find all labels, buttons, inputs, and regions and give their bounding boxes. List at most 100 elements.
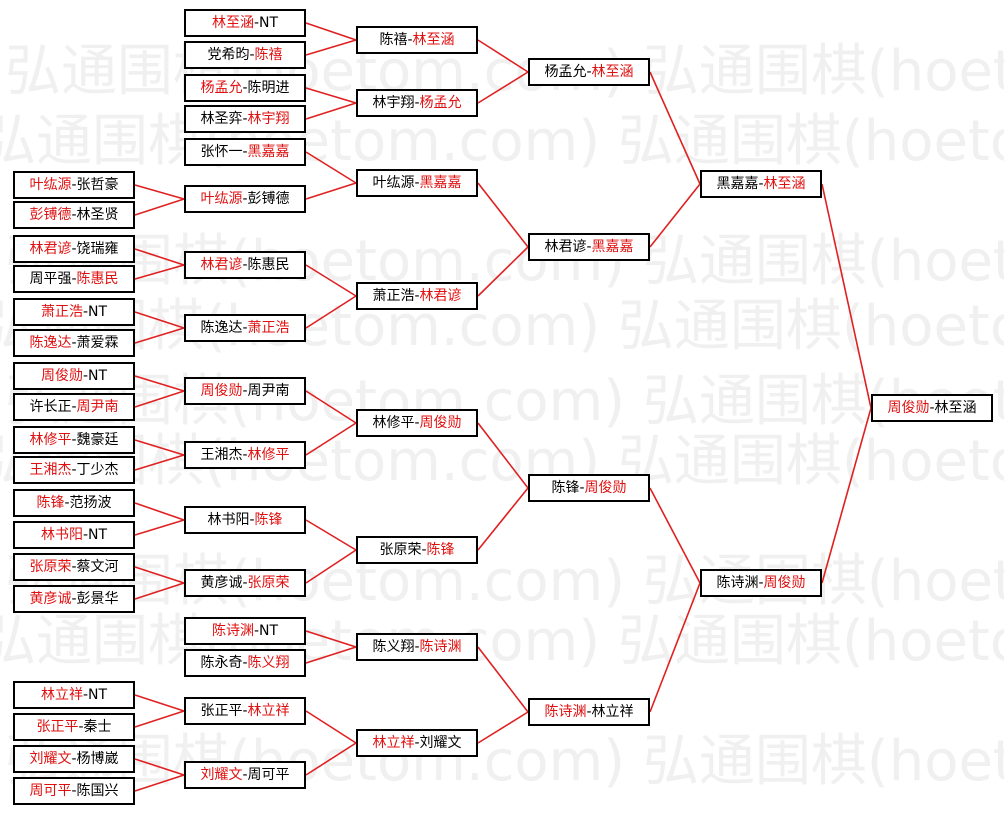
match-box-c1-10: 王湘杰-林修平: [184, 441, 306, 469]
player-left: 林君谚: [29, 241, 72, 257]
player-right: 林圣贤: [76, 207, 119, 223]
match-box-c5-1: 周俊勋-林至涵: [871, 394, 993, 422]
vs-separator: -: [82, 368, 89, 384]
match-box-c1-7: 林君谚-陈惠民: [184, 251, 306, 279]
bracket-link: [134, 439, 185, 456]
player-right: 萧爱霖: [76, 335, 119, 351]
player-left: 林书阳: [40, 527, 83, 543]
vs-separator: -: [586, 704, 592, 720]
match-box-c2-5: 林修平-周俊勋: [356, 409, 478, 437]
player-right: 周俊勋: [763, 575, 806, 591]
bracket-link: [477, 487, 529, 551]
player-right: 蔡文河: [76, 559, 119, 575]
match-box-c0-7: 周俊勋-NT: [13, 362, 135, 390]
match-box-c2-1: 陈禧-林至涵: [356, 26, 478, 54]
vs-separator: -: [71, 241, 77, 257]
bracket-link: [477, 422, 529, 489]
player-left: 周俊勋: [887, 400, 930, 416]
match-box-c2-2: 林宇翔-杨孟允: [356, 89, 478, 117]
player-left: 陈诗渊: [211, 623, 254, 639]
player-right: 陈禧: [254, 47, 283, 63]
player-left: 王湘杰: [29, 462, 72, 478]
player-left: 黑嘉嘉: [716, 176, 759, 192]
player-left: 林立祥: [40, 687, 83, 703]
player-left: 张正平: [200, 703, 243, 719]
player-left: 林立祥: [372, 735, 415, 751]
bracket-link: [305, 422, 357, 456]
player-right: 林立祥: [591, 704, 634, 720]
bracket-link: [134, 566, 185, 584]
vs-separator: -: [242, 383, 248, 399]
match-box-c0-11: 陈锋-范扬波: [13, 489, 135, 517]
vs-separator: -: [71, 751, 77, 767]
player-right: NT: [88, 687, 108, 703]
player-left: 王湘杰: [200, 447, 243, 463]
bracket-link: [305, 710, 357, 744]
vs-separator: -: [249, 512, 255, 528]
vs-separator: -: [579, 480, 585, 496]
match-box-c0-10: 王湘杰-丁少杰: [13, 456, 135, 484]
vs-separator: -: [242, 767, 248, 783]
vs-separator: -: [71, 177, 77, 193]
player-right: NT: [88, 527, 108, 543]
player-right: 黑嘉嘉: [591, 239, 634, 255]
match-box-c2-6: 张原荣-陈锋: [356, 536, 478, 564]
player-right: 彭镈德: [247, 191, 290, 207]
player-right: 林立祥: [247, 703, 290, 719]
match-box-c1-14: 陈永奇-陈义翔: [184, 649, 306, 677]
bracket-link: [134, 390, 185, 408]
player-right: NT: [259, 15, 279, 31]
player-left: 周俊勋: [40, 368, 83, 384]
player-left: 周可平: [29, 783, 72, 799]
match-box-c0-2: 彭镈德-林圣贤: [13, 201, 135, 229]
bracket-link: [134, 774, 185, 792]
player-left: 林至涵: [211, 15, 254, 31]
player-left: 萧正浩: [372, 288, 415, 304]
player-right: 林君谚: [419, 288, 462, 304]
match-box-c2-8: 林立祥-刘耀文: [356, 729, 478, 757]
vs-separator: -: [414, 288, 420, 304]
bracket-link: [134, 198, 185, 216]
bracket-link: [134, 758, 185, 776]
player-left: 黄彦诚: [200, 575, 243, 591]
vs-separator: -: [242, 80, 248, 96]
player-right: 周尹南: [76, 399, 119, 415]
player-left: 刘耀文: [29, 751, 72, 767]
vs-separator: -: [929, 400, 935, 416]
match-box-c0-12: 林书阳-NT: [13, 521, 135, 549]
match-box-c4-1: 黑嘉嘉-林至涵: [700, 170, 822, 198]
bracket-link: [134, 327, 185, 344]
bracket-link: [305, 646, 357, 664]
player-left: 林圣弈: [200, 111, 243, 127]
vs-separator: -: [242, 703, 248, 719]
player-right: 周可平: [247, 767, 290, 783]
vs-separator: -: [71, 783, 77, 799]
vs-separator: -: [414, 415, 420, 431]
vs-separator: -: [71, 432, 77, 448]
vs-separator: -: [414, 95, 420, 111]
player-left: 陈逸达: [200, 320, 243, 336]
player-right: 林修平: [247, 447, 290, 463]
player-left: 陈逸达: [29, 335, 72, 351]
vs-separator: -: [242, 655, 248, 671]
match-box-c0-6: 陈逸达-萧爱霖: [13, 329, 135, 357]
player-right: 陈义翔: [247, 655, 290, 671]
vs-separator: -: [242, 257, 248, 273]
player-left: 杨孟允: [200, 80, 243, 96]
player-right: NT: [88, 368, 108, 384]
bracket-link: [477, 246, 529, 297]
bracket-link: [305, 22, 357, 41]
vs-separator: -: [82, 527, 89, 543]
match-box-c1-6: 叶纮源-彭镈德: [184, 185, 306, 213]
player-left: 萧正浩: [40, 304, 83, 320]
match-box-c2-4: 萧正浩-林君谚: [356, 282, 478, 310]
vs-separator: -: [586, 64, 592, 80]
vs-separator: -: [253, 15, 260, 31]
bracket-link: [305, 630, 357, 648]
match-box-c1-1: 林至涵-NT: [184, 9, 306, 37]
vs-separator: -: [758, 176, 764, 192]
bracket-link: [305, 102, 357, 120]
match-box-c0-18: 周可平-陈国兴: [13, 777, 135, 805]
bracket-link: [305, 390, 357, 424]
player-right: 陈诗渊: [419, 639, 462, 655]
